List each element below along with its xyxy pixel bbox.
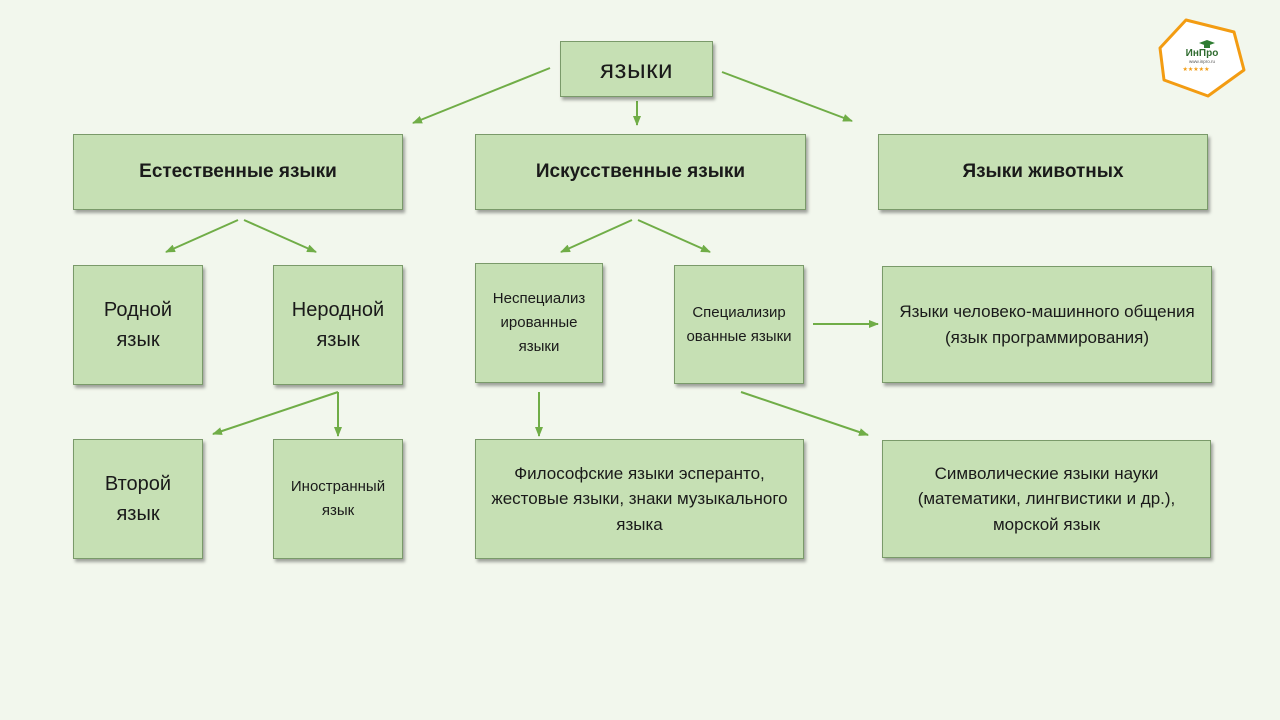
node-symbolic-languages-label: Символические языки науки (математики, л…	[917, 463, 1176, 534]
node-artificial-languages-label: Искусственные языки	[535, 161, 746, 183]
node-nonspecialized-languages-label: Неспециализ ированные языки	[492, 290, 586, 355]
arrow-natural-nonnative	[243, 219, 317, 253]
logo-url: www.inpro.ru	[1189, 59, 1216, 64]
node-animal-languages-label: Языки животных	[962, 161, 1124, 183]
node-nonnative-language-label: Неродной язык	[291, 299, 385, 351]
node-philosophical-languages: Философские языки эсперанто, жестовые яз…	[475, 439, 804, 559]
arrow-natural-native	[165, 219, 239, 253]
arrow-nonnative-second	[212, 391, 339, 435]
node-native-language: Родной язык	[73, 265, 203, 385]
node-hci-languages-label: Языки человеко-машинного общения (язык п…	[899, 302, 1195, 347]
node-foreign-language-label: Иностранный язык	[290, 478, 386, 519]
node-philosophical-languages-label: Философские языки эсперанто, жестовые яз…	[491, 463, 788, 534]
node-specialized-languages-label: Специализир ованные языки	[686, 303, 792, 345]
arrow-artificial-specialized	[637, 219, 711, 253]
arrow-specialized-symbolic	[740, 391, 869, 436]
inpro-logo: ИнПро www.inpro.ru ★★★★★	[1158, 18, 1246, 98]
node-hci-languages: Языки человеко-машинного общения (язык п…	[882, 266, 1212, 383]
node-natural-languages: Естественные языки	[73, 134, 403, 210]
node-languages: языки	[560, 41, 713, 97]
node-nonnative-language: Неродной язык	[273, 265, 403, 385]
node-languages-label: языки	[599, 53, 674, 84]
node-natural-languages-label: Естественные языки	[139, 161, 337, 183]
node-nonspecialized-languages: Неспециализ ированные языки	[475, 263, 603, 383]
node-second-language-label: Второй язык	[104, 473, 172, 525]
node-second-language: Второй язык	[73, 439, 203, 559]
node-artificial-languages: Искусственные языки	[475, 134, 806, 210]
node-foreign-language: Иностранный язык	[273, 439, 403, 559]
node-symbolic-languages: Символические языки науки (математики, л…	[882, 440, 1211, 558]
node-native-language-label: Родной язык	[103, 299, 173, 351]
arrow-root-animal	[721, 71, 853, 122]
node-animal-languages: Языки животных	[878, 134, 1208, 210]
arrow-root-natural	[412, 67, 551, 124]
node-specialized-languages: Специализир ованные языки	[674, 265, 804, 384]
logo-name: ИнПро	[1186, 48, 1219, 59]
arrow-artificial-nonspecialized	[560, 219, 633, 253]
logo-stars-icon: ★★★★★	[1183, 66, 1210, 73]
